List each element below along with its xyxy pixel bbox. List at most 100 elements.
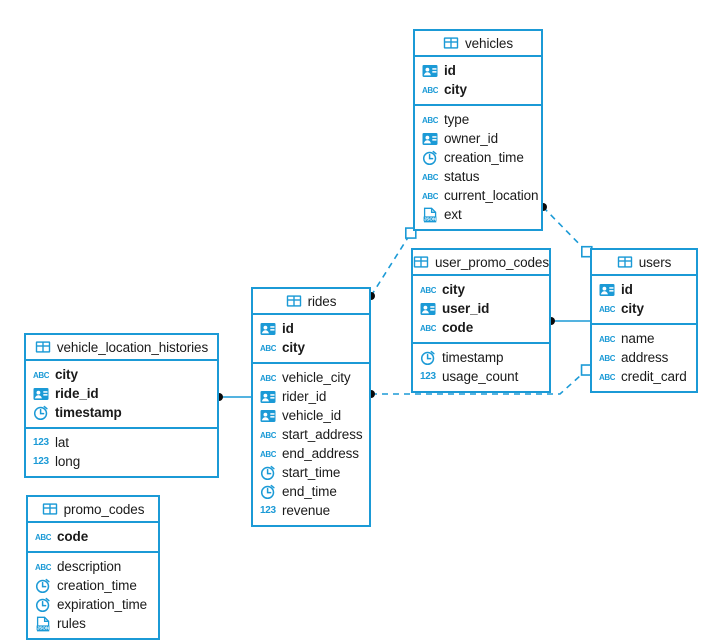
table-header[interactable]: rides <box>253 289 369 315</box>
column-field[interactable]: JSON ext <box>415 205 541 224</box>
relationship-line <box>370 227 415 297</box>
field-name: type <box>444 112 470 127</box>
column-field[interactable]: creation_time <box>28 576 158 595</box>
table-icon <box>617 256 632 268</box>
table-icon <box>443 37 459 49</box>
svg-text:ABC: ABC <box>599 354 615 363</box>
field-name: usage_count <box>442 369 519 384</box>
column-field[interactable]: timestamp <box>413 348 549 367</box>
primary-key-field[interactable]: id <box>592 280 696 299</box>
field-name: city <box>55 367 78 382</box>
field-name: lat <box>55 435 69 450</box>
svg-text:ABC: ABC <box>599 305 615 314</box>
column-field[interactable]: ABC address <box>592 348 696 367</box>
abc-icon: ABC <box>260 374 276 383</box>
field-name: rules <box>57 616 86 631</box>
relationship-user_promo_codes-to-users[interactable] <box>547 317 590 325</box>
primary-key-field[interactable]: timestamp <box>26 403 217 422</box>
abc-icon: ABC <box>35 533 51 542</box>
123-icon: 123 <box>33 436 49 448</box>
column-field[interactable]: expiration_time <box>28 595 158 614</box>
primary-key-field[interactable]: user_id <box>413 299 549 318</box>
field-name: end_time <box>282 484 337 499</box>
primary-key-field[interactable]: ABC city <box>415 80 541 99</box>
relationship-rides-to-vehicles[interactable] <box>367 227 417 300</box>
column-field[interactable]: ABC type <box>415 110 541 129</box>
table-name: vehicles <box>465 35 513 51</box>
clock-icon <box>35 597 50 612</box>
svg-text:ABC: ABC <box>260 431 276 440</box>
table-header[interactable]: users <box>592 250 696 276</box>
field-name: revenue <box>282 503 331 518</box>
abc-icon: ABC <box>33 371 49 380</box>
table-header[interactable]: vehicle_location_histories <box>26 335 217 361</box>
abc-icon: ABC <box>422 116 438 125</box>
column-field[interactable]: start_time <box>253 463 369 482</box>
field-name: ext <box>444 207 462 222</box>
id-card-icon <box>599 283 615 296</box>
primary-key-field[interactable]: id <box>415 61 541 80</box>
column-field[interactable]: end_time <box>253 482 369 501</box>
column-field[interactable]: creation_time <box>415 148 541 167</box>
abc-icon: ABC <box>599 335 615 344</box>
primary-key-field[interactable]: ride_id <box>26 384 217 403</box>
field-name: timestamp <box>55 405 122 420</box>
column-field[interactable]: JSON rules <box>28 614 158 633</box>
svg-text:ABC: ABC <box>260 344 276 353</box>
table-header[interactable]: promo_codes <box>28 497 158 523</box>
field-name: owner_id <box>444 131 498 146</box>
field-name: rider_id <box>282 389 327 404</box>
clock-icon <box>422 150 437 165</box>
field-name: credit_card <box>621 369 687 384</box>
table-header[interactable]: user_promo_codes <box>413 250 549 276</box>
primary-key-field[interactable]: id <box>253 319 369 338</box>
primary-key-field[interactable]: ABC city <box>26 365 217 384</box>
field-name: timestamp <box>442 350 504 365</box>
table-header[interactable]: vehicles <box>415 31 541 57</box>
clock-icon <box>260 484 275 499</box>
field-name: city <box>442 282 465 297</box>
field-name: id <box>282 321 294 336</box>
field-name: address <box>621 350 669 365</box>
column-field[interactable]: owner_id <box>415 129 541 148</box>
svg-text:ABC: ABC <box>35 563 51 572</box>
relationship-vehicle_location_histories-to-rides[interactable] <box>215 393 251 401</box>
clock-icon <box>33 405 48 420</box>
id-card-icon <box>420 302 436 315</box>
json-file-icon: JSON <box>36 616 50 631</box>
field-name: vehicle_id <box>282 408 342 423</box>
column-field[interactable]: vehicle_id <box>253 406 369 425</box>
svg-text:ABC: ABC <box>422 86 438 95</box>
clock-icon <box>420 350 435 365</box>
column-field[interactable]: 123 lat <box>26 433 217 452</box>
json-file-icon: JSON <box>423 207 437 222</box>
field-name: city <box>444 82 467 97</box>
column-field[interactable]: rider_id <box>253 387 369 406</box>
abc-icon: ABC <box>260 450 276 459</box>
